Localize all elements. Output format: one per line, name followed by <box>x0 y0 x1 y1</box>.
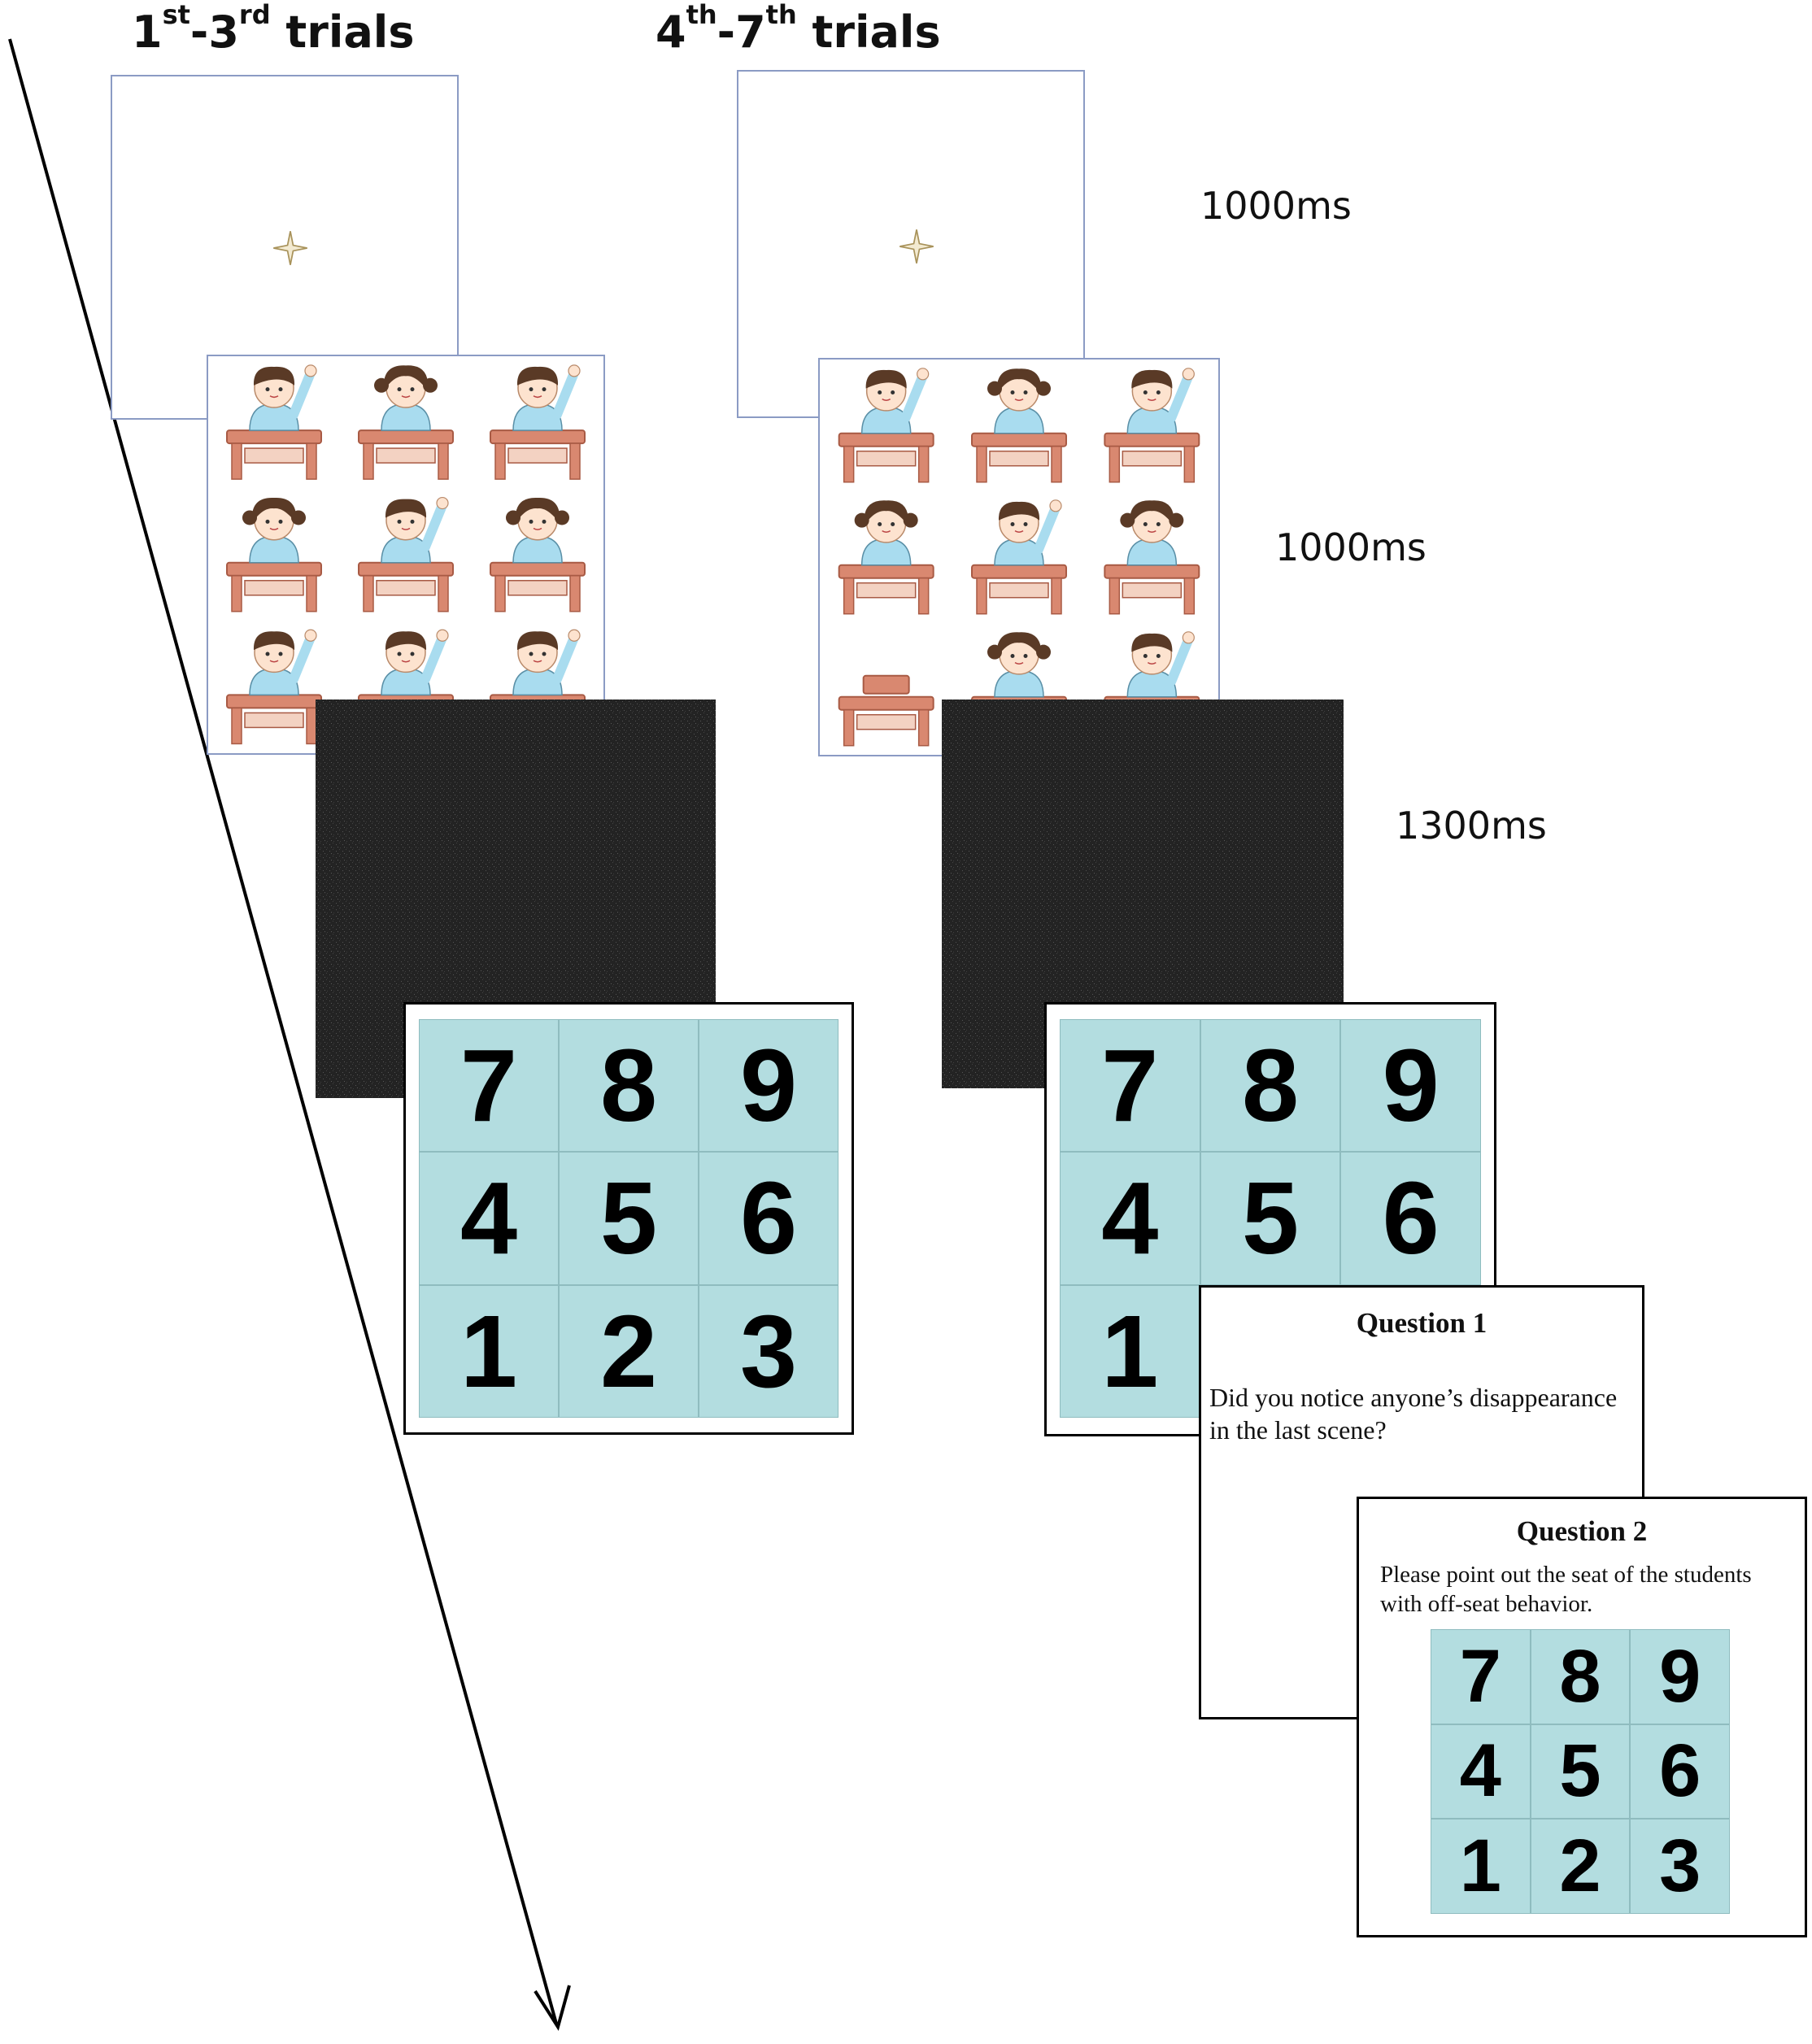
heading-trials-4-7: 4th-7th trials <box>656 0 941 58</box>
keypad-cell[interactable]: 3 <box>1630 1819 1730 1914</box>
keypad-cell[interactable]: 4 <box>419 1152 559 1285</box>
fixation-cross-icon <box>273 231 307 265</box>
student-seat <box>970 368 1067 483</box>
keypad-cell[interactable]: 5 <box>1200 1152 1341 1285</box>
keypad-question-2: 7 8 9 4 5 6 1 2 3 <box>1431 1629 1730 1914</box>
classroom-scene-left <box>207 355 605 755</box>
student-seat <box>490 497 586 612</box>
keypad-cell[interactable]: 8 <box>1530 1629 1631 1724</box>
keypad-cell[interactable]: 5 <box>559 1152 699 1285</box>
question-1-title: Question 1 <box>1356 1307 1487 1339</box>
classroom-scene-right <box>818 358 1220 756</box>
keypad-cell[interactable]: 8 <box>559 1019 699 1153</box>
question-2-text-line1: Please point out the seat of the student… <box>1380 1562 1752 1588</box>
student-seat <box>838 368 934 483</box>
timing-mask: 1300ms <box>1396 804 1547 848</box>
keypad-cell[interactable]: 5 <box>1530 1724 1631 1820</box>
timing-fixation: 1000ms <box>1200 184 1352 228</box>
classroom-scene-left-drawing <box>226 364 586 745</box>
student-seat <box>226 364 322 480</box>
student-seat <box>838 500 934 615</box>
question-2-card: Question 2 Please point out the seat of … <box>1357 1497 1807 1937</box>
keypad-cell[interactable]: 2 <box>559 1284 699 1418</box>
keypad-cell[interactable]: 9 <box>699 1019 838 1153</box>
keypad-cell[interactable]: 2 <box>1530 1819 1631 1914</box>
keypad-cell[interactable]: 6 <box>1630 1724 1730 1820</box>
keypad-left: 7 8 9 4 5 6 1 2 3 <box>419 1019 838 1418</box>
student-seat <box>226 497 322 612</box>
keypad-cell[interactable]: 7 <box>419 1019 559 1153</box>
classroom-scene-right-drawing <box>838 368 1200 747</box>
keypad-cell[interactable]: 6 <box>699 1152 838 1285</box>
question-2-title: Question 2 <box>1516 1515 1648 1547</box>
student-seat <box>838 674 934 747</box>
keypad-cell[interactable]: 1 <box>419 1284 559 1418</box>
fixation-cross-icon <box>899 229 934 264</box>
keypad-cell[interactable]: 1 <box>1431 1819 1531 1914</box>
question-2-text-line2: with off-seat behavior. <box>1380 1591 1593 1617</box>
timing-scene: 1000ms <box>1275 525 1427 569</box>
question-1-text-line1: Did you notice anyone’s disappearance <box>1209 1383 1618 1412</box>
keypad-cell[interactable]: 3 <box>699 1284 838 1418</box>
keypad-cell[interactable]: 7 <box>1431 1629 1531 1724</box>
keypad-cell[interactable]: 9 <box>1630 1629 1730 1724</box>
keypad-cell[interactable]: 4 <box>1431 1724 1531 1820</box>
student-seat <box>490 364 586 480</box>
question-1-text-line2: in the last scene? <box>1209 1415 1387 1445</box>
student-seat <box>970 499 1067 615</box>
heading-trials-1-3: 1st-3rd trials <box>132 0 415 58</box>
keypad-frame-left: 7 8 9 4 5 6 1 2 3 <box>403 1002 854 1435</box>
student-seat <box>358 496 454 612</box>
keypad-cell[interactable]: 8 <box>1200 1019 1341 1153</box>
keypad-cell[interactable]: 9 <box>1340 1019 1481 1153</box>
student-seat <box>226 629 322 745</box>
keypad-cell[interactable]: 6 <box>1340 1152 1481 1285</box>
keypad-cell[interactable]: 4 <box>1060 1152 1200 1285</box>
student-seat <box>1104 368 1200 483</box>
student-seat <box>358 365 454 480</box>
keypad-cell[interactable]: 1 <box>1060 1284 1200 1418</box>
student-seat <box>1104 500 1200 615</box>
keypad-cell[interactable]: 7 <box>1060 1019 1200 1153</box>
